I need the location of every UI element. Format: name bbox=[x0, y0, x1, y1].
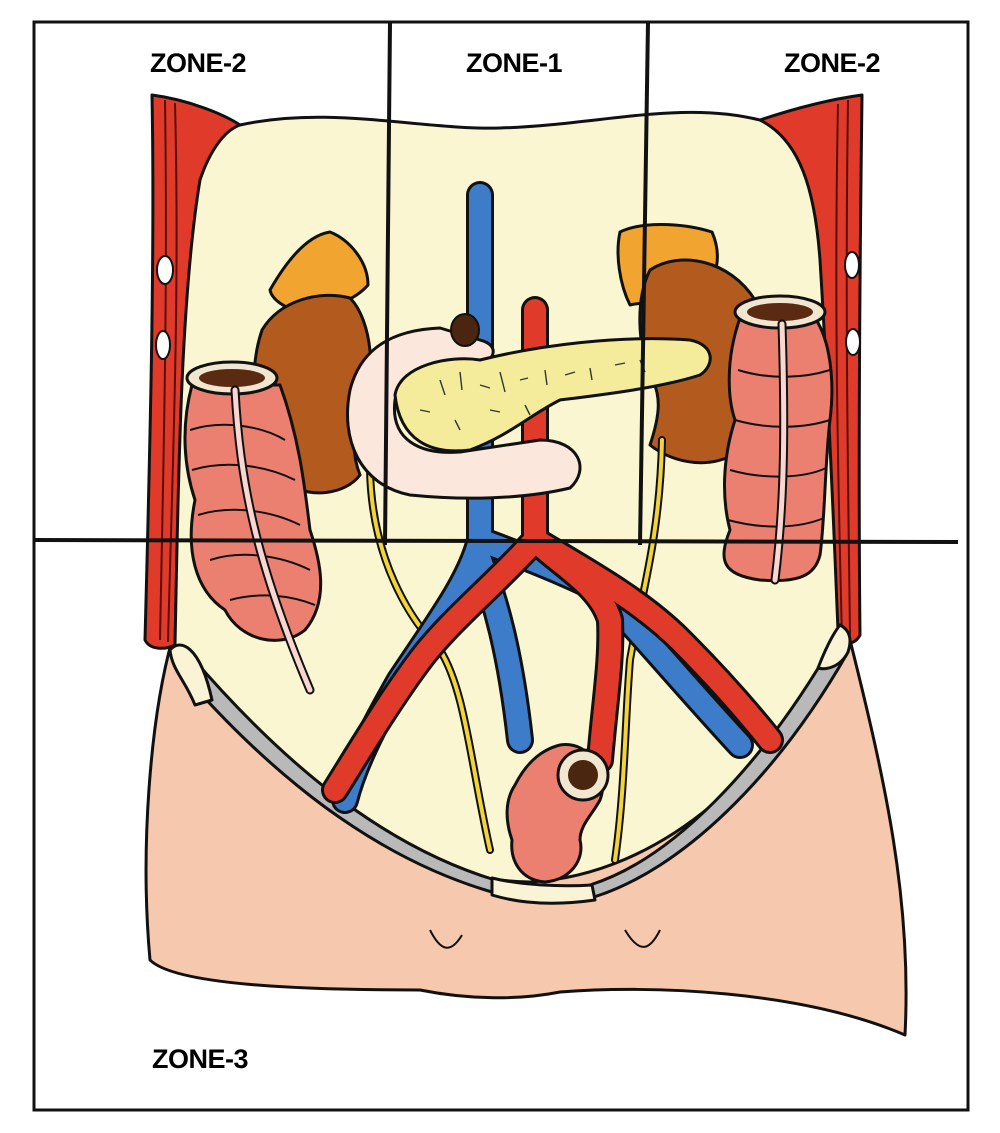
zone-divider-horizontal bbox=[33, 538, 959, 544]
pubic-symphysis bbox=[490, 876, 597, 905]
right-muscle-vessel-upper bbox=[844, 251, 860, 279]
skin-fold-left bbox=[429, 929, 463, 949]
left-muscle-vessel-upper bbox=[156, 255, 174, 285]
zone-label-top-right: ZONE-2 bbox=[784, 48, 880, 78]
superior-mesenteric-vessel bbox=[450, 313, 480, 347]
zone-label-top-left: ZONE-2 bbox=[150, 48, 246, 78]
zone-label-top-center: ZONE-1 bbox=[466, 48, 562, 78]
left-iliac-crest bbox=[168, 643, 214, 707]
zone-label-bottom: ZONE-3 bbox=[152, 1044, 248, 1074]
abdominal-aorta bbox=[321, 296, 784, 804]
zone-divider-right bbox=[638, 21, 650, 546]
descending-colon bbox=[722, 316, 834, 583]
sigmoid-colon-lumen bbox=[568, 760, 598, 790]
right-muscle-vessel-lower bbox=[845, 328, 861, 356]
zone-divider-left bbox=[383, 21, 392, 546]
descending-colon-lumen bbox=[747, 303, 813, 321]
skin-fold-right bbox=[624, 929, 661, 948]
muscle-fiber-lines bbox=[159, 99, 851, 643]
duodenum bbox=[346, 326, 582, 500]
left-muscle-vessel-lower bbox=[155, 330, 171, 360]
pancreas bbox=[393, 337, 712, 453]
right-iliac-crest bbox=[816, 623, 852, 671]
ascending-colon-lumen bbox=[199, 369, 265, 387]
